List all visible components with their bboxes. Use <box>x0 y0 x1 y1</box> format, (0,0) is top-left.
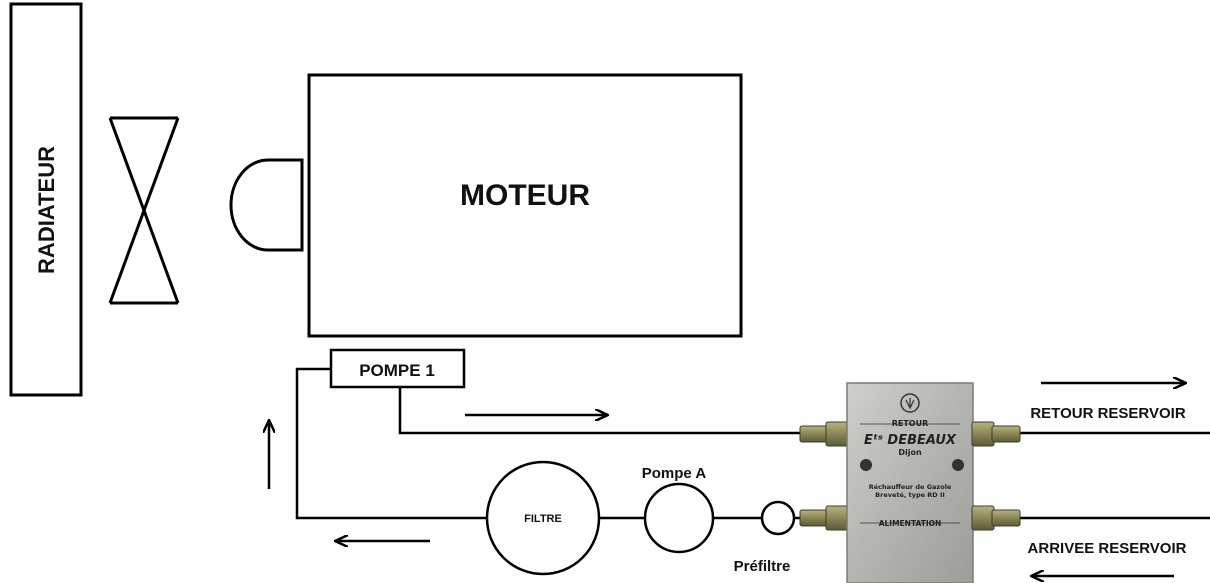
radiator-label: RADIATEUR <box>34 146 59 274</box>
pump1-label: POMPE 1 <box>359 361 435 380</box>
heater-desc-line2: Breveté, type RD II <box>875 491 945 499</box>
heater-logo-icon <box>900 393 920 413</box>
return-line <box>398 387 812 435</box>
heater-brand: Eᵗˢ DEBEAUX <box>864 433 957 448</box>
pumpA-label: Pompe A <box>642 465 707 482</box>
prefilter: Préfiltre <box>734 500 796 575</box>
filter-label: FILTRE <box>524 513 562 525</box>
return-tank-label: RETOUR RESERVOIR <box>1030 405 1185 422</box>
heater-city: Dijon <box>898 448 922 457</box>
fitting-supply-in <box>971 505 1021 531</box>
fitting-return-in <box>799 421 849 447</box>
fitting-supply-out <box>799 505 849 531</box>
heater-bottom-label: ALIMENTATION <box>879 519 942 528</box>
prefilter-label: Préfiltre <box>734 558 791 575</box>
fan-icon <box>108 116 180 305</box>
diesel-heater: RETOUR Eᵗˢ DEBEAUX Dijon Réchauffeur de … <box>799 382 1021 583</box>
radiator: RADIATEUR <box>9 2 83 397</box>
pump1: POMPE 1 <box>329 348 466 389</box>
heater-body <box>846 382 974 583</box>
heater-top-label: RETOUR <box>892 419 929 428</box>
fitting-return-out <box>971 421 1021 447</box>
pumpA: Pompe A <box>642 465 715 554</box>
engine-label: MOTEUR <box>460 179 590 212</box>
engine: MOTEUR <box>229 73 743 338</box>
supply-line-to-pump1 <box>295 367 487 520</box>
heater-desc-line1: Réchauffeur de Gazole <box>869 483 952 491</box>
supply-tank-label: ARRIVEE RESERVOIR <box>1028 540 1187 557</box>
bolt-right-icon <box>952 459 964 471</box>
bolt-left-icon <box>860 459 872 471</box>
filter: FILTRE <box>485 460 601 576</box>
pulley-icon <box>229 158 304 252</box>
